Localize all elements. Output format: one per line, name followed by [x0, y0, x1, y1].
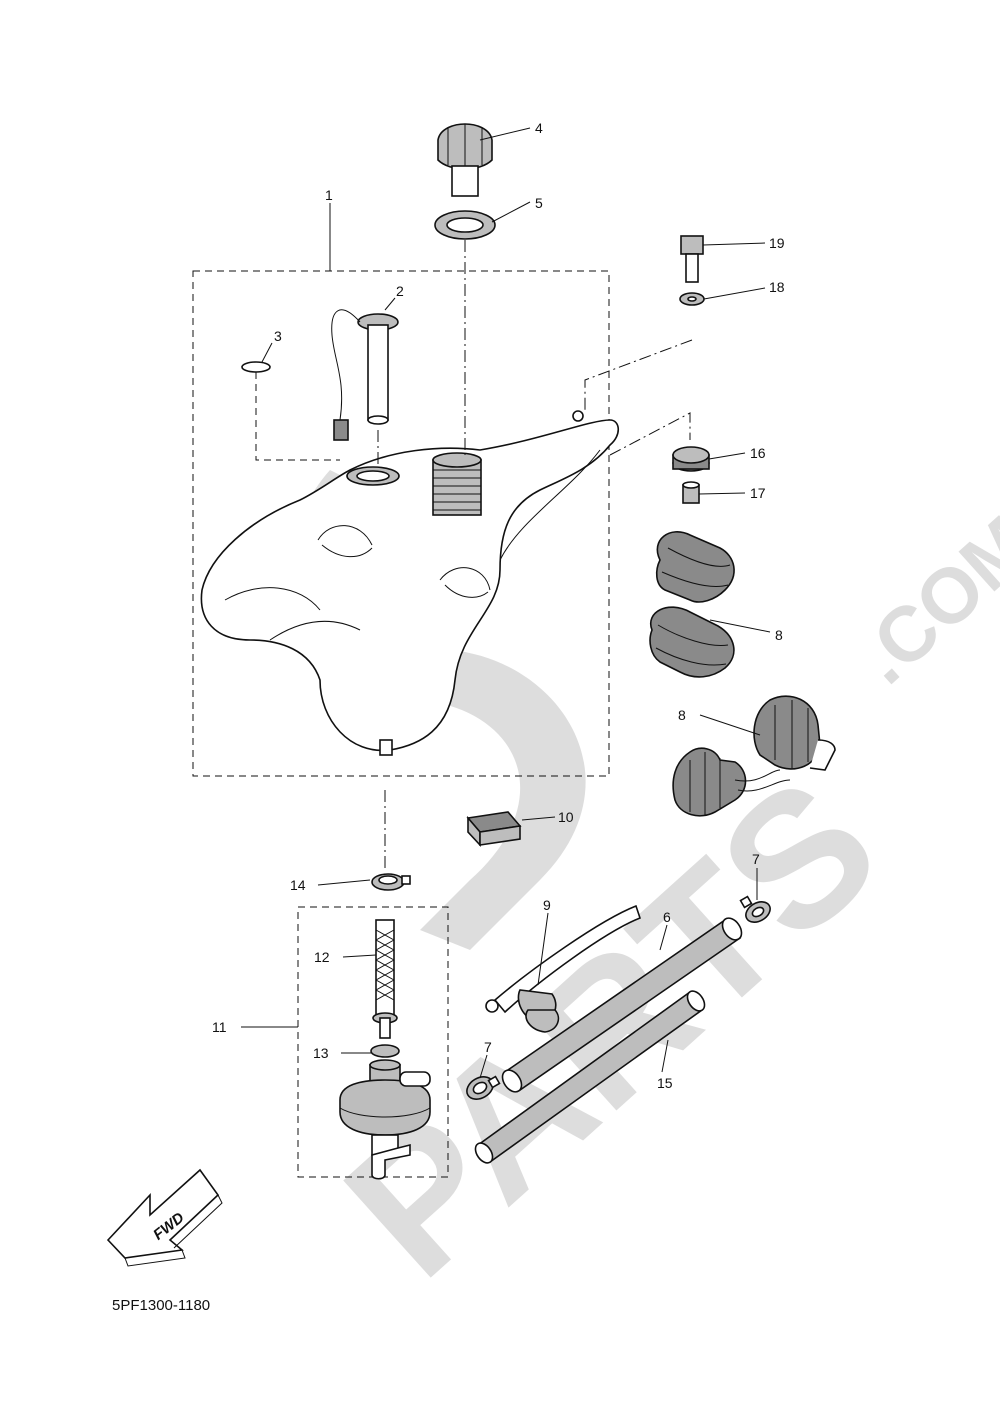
tank-cover-lower	[672, 695, 836, 817]
diagram-code: 5PF1300-1180	[112, 1297, 210, 1314]
callout-10: 10	[558, 809, 574, 825]
callout-9: 9	[543, 897, 551, 913]
collar	[682, 481, 700, 504]
callout-7b: 7	[752, 851, 760, 867]
callout-11: 11	[212, 1019, 227, 1035]
fuel-cock	[339, 1059, 431, 1180]
sender-gasket	[241, 361, 271, 373]
tank-cover-upper	[649, 531, 735, 678]
callout-15: 15	[657, 1075, 673, 1091]
callout-5: 5	[535, 195, 543, 211]
watermark-suffix: .COM	[840, 499, 1000, 701]
callout-17: 17	[750, 485, 766, 501]
callout-8b: 8	[678, 707, 686, 723]
tank-assembly-boundary	[192, 270, 610, 777]
callout-4: 4	[535, 120, 543, 136]
callout-8a: 8	[775, 627, 783, 643]
filler-cap	[437, 123, 493, 197]
pad	[466, 811, 522, 848]
hose-clamp-right	[739, 895, 771, 923]
callout-13: 13	[313, 1045, 329, 1061]
callout-6: 6	[663, 909, 671, 925]
fuel-filter	[372, 919, 398, 1039]
cap-gasket	[434, 210, 496, 240]
forward-arrow: FWD	[106, 1168, 223, 1267]
mount-washer	[679, 292, 705, 306]
callout-7a: 7	[484, 1039, 492, 1055]
fuel-hose	[501, 917, 743, 1093]
fuel-sender	[331, 309, 399, 441]
mount-bolt	[680, 235, 704, 283]
hose-clamp-top	[371, 873, 411, 891]
rubber-damper	[672, 446, 710, 472]
o-ring	[370, 1044, 400, 1058]
hose-holder	[485, 904, 641, 1033]
callout-12: 12	[314, 949, 330, 965]
callout-16: 16	[750, 445, 766, 461]
callout-19: 19	[769, 235, 785, 251]
callout-18: 18	[769, 279, 785, 295]
hose-clamp-lower	[466, 1075, 501, 1100]
callout-3: 3	[274, 328, 282, 344]
callout-14: 14	[290, 877, 306, 893]
callout-2: 2	[396, 283, 404, 299]
callout-1: 1	[325, 187, 333, 203]
fuel-tank	[200, 410, 620, 756]
callouts: 1 2 3 4 5 6 7 7 8 8 9 10 11 12 13 14 15 …	[212, 120, 785, 1091]
breather-hose	[474, 990, 706, 1164]
